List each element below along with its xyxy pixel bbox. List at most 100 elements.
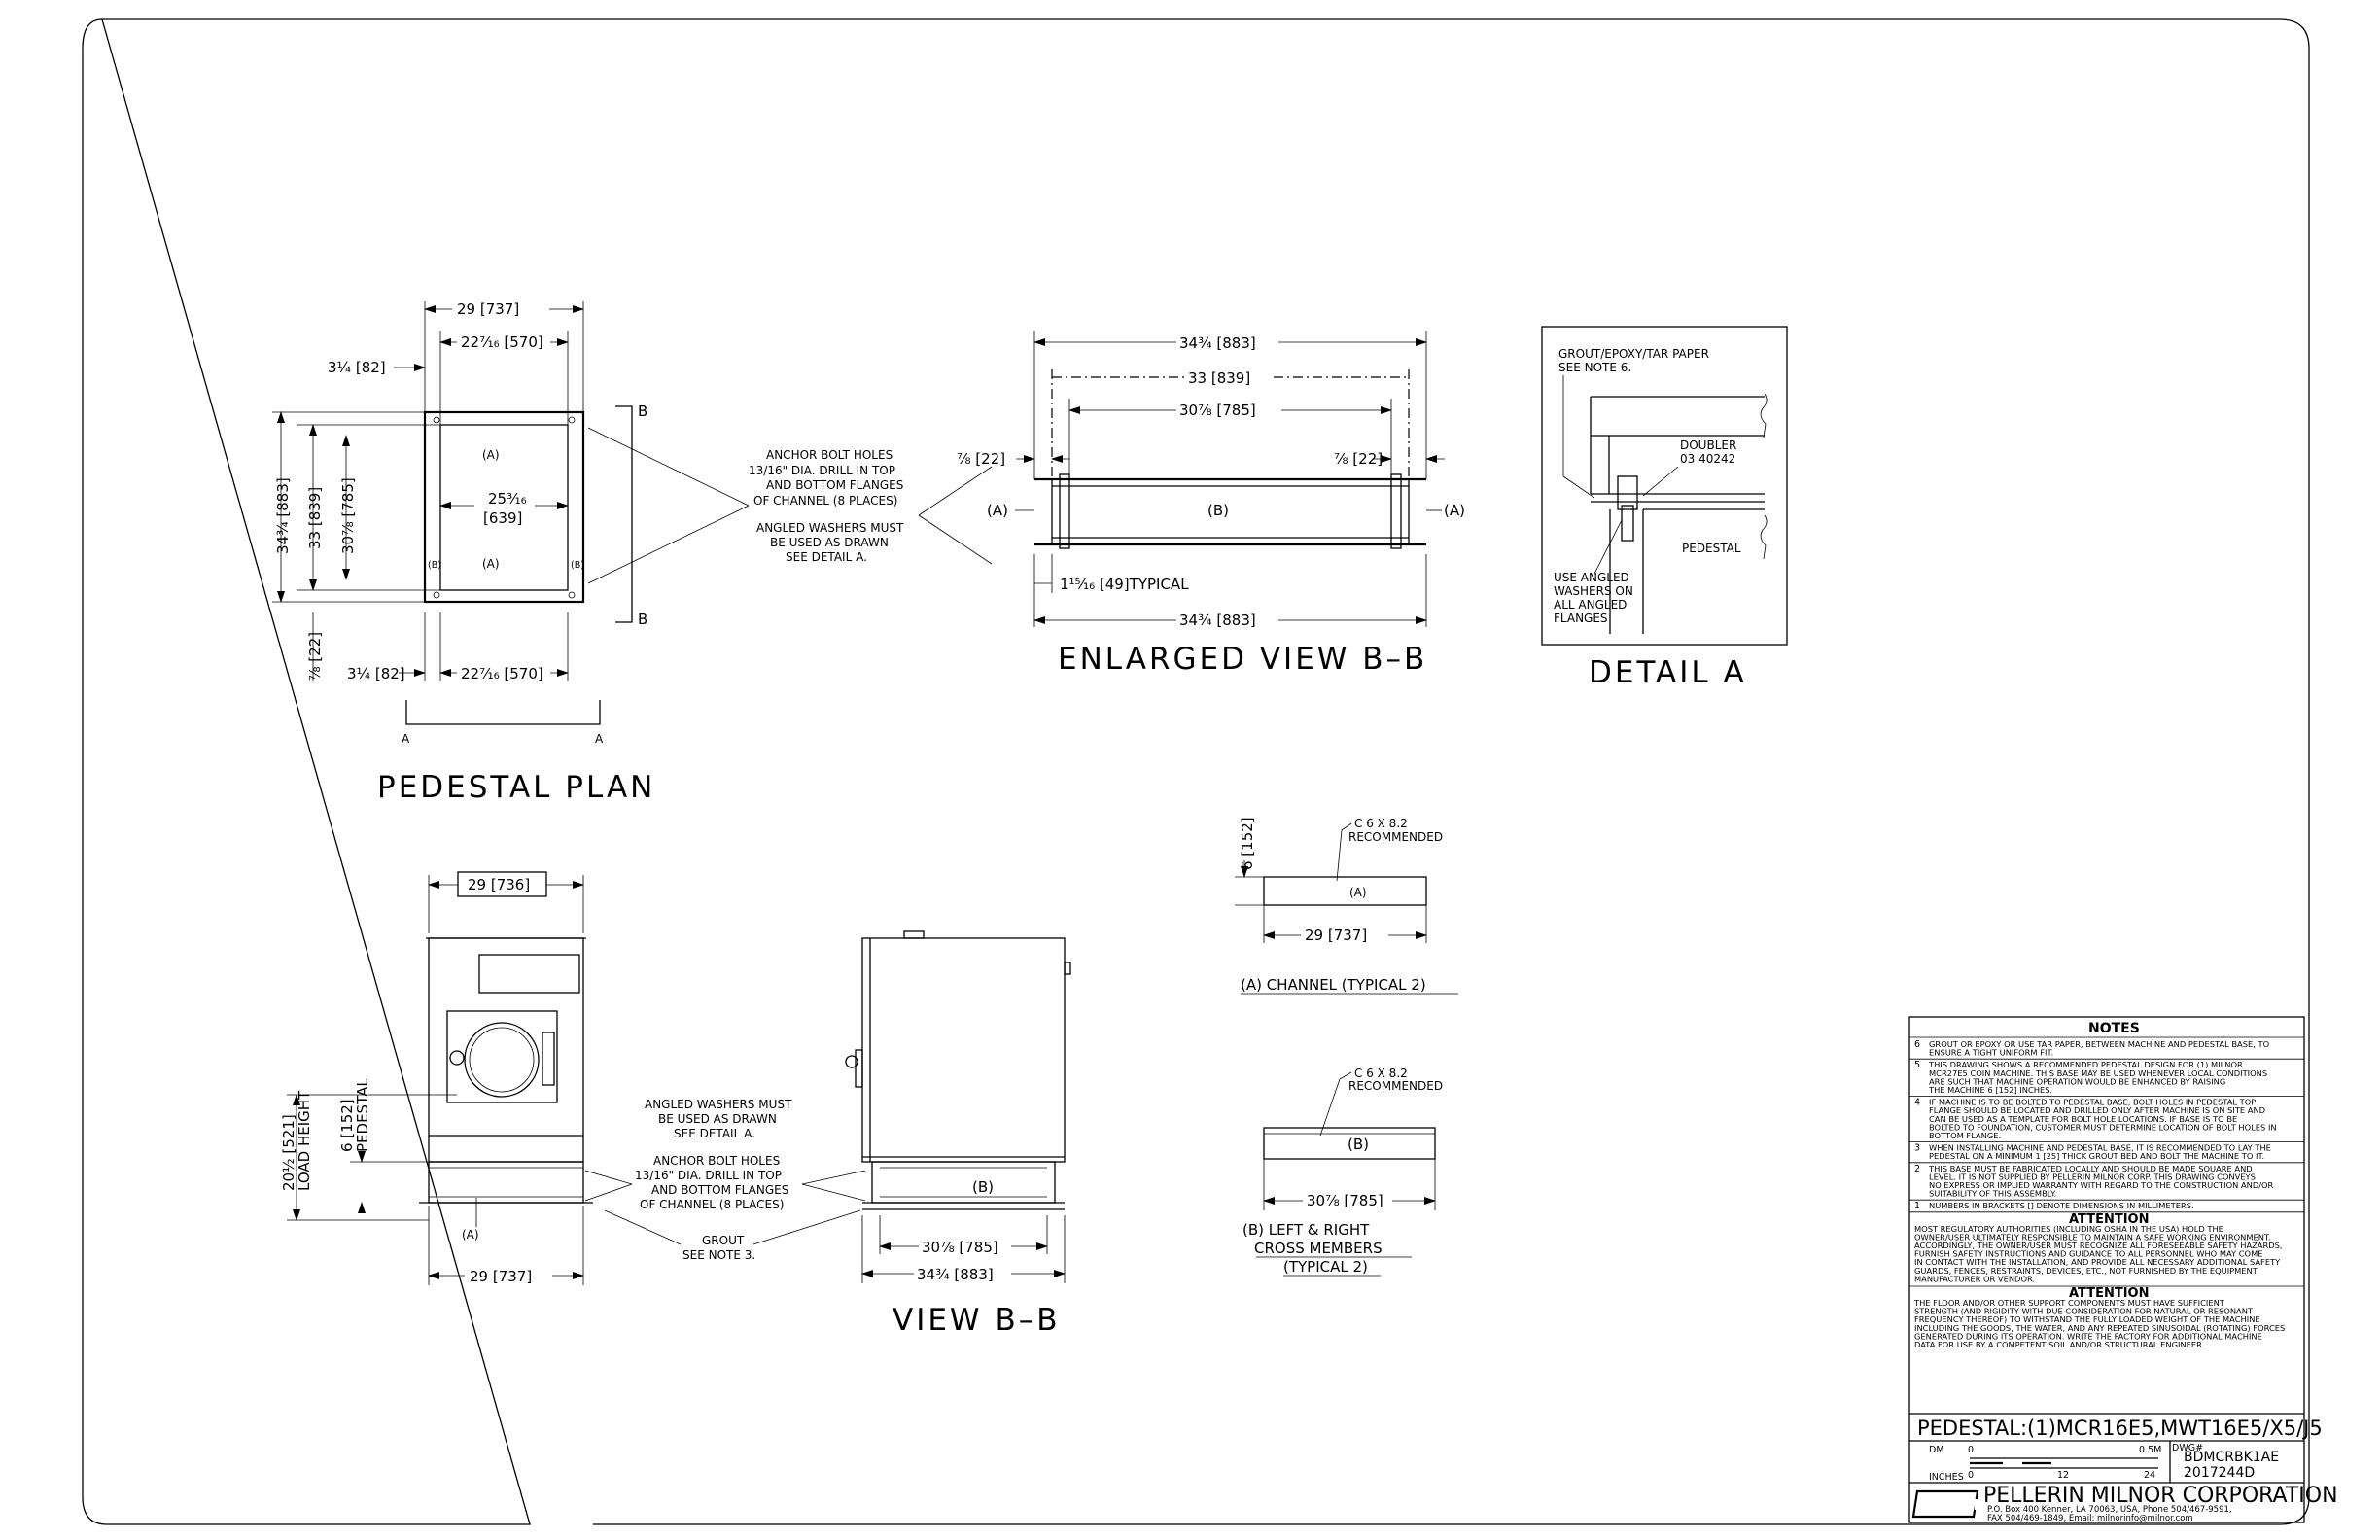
plan-dim-34: 34¾ [883] — [274, 477, 292, 554]
note-number: 3 — [1914, 1143, 1920, 1154]
channel-caption: (A) CHANNEL (TYPICAL 2) — [1241, 976, 1426, 994]
plan-section-b-top: B — [638, 402, 648, 420]
plan-note-line-3: AND BOTTOM FLANGES — [766, 478, 903, 492]
plan-note-line-4: OF CHANNEL (8 PLACES) — [753, 494, 897, 508]
plan-dim-30: 30⅞ [785] — [339, 477, 357, 554]
view-bb: (B) 30⅞ [785] 34¾ [883] VIEW B–B — [845, 930, 1071, 1338]
detail-note-washer-2: WASHERS ON — [1554, 584, 1633, 598]
mid-grout-2: SEE NOTE 3. — [682, 1248, 755, 1262]
plan-dim-29: 29 [737] — [457, 300, 519, 318]
attention-1-line: MOST REGULATORY AUTHORITIES (INCLUDING O… — [1914, 1224, 2223, 1234]
scale-dm-0: 0 — [1968, 1445, 1974, 1455]
plan-dim-22-bottom: 22⁷⁄₁₆ [570] — [461, 665, 543, 682]
note-number: 2 — [1914, 1164, 1920, 1174]
plan-note-line-2: 13/16" DIA. DRILL IN TOP — [749, 464, 895, 477]
plan-label-a-top: (A) — [482, 448, 500, 462]
note-line: GROUT OR EPOXY OR USE TAR PAPER, BETWEEN… — [1929, 1039, 2270, 1049]
cross-spec-2: RECOMMENDED — [1348, 1079, 1443, 1093]
company-name: PELLERIN MILNOR CORPORATION — [1983, 1484, 2338, 1508]
mid-washers-2: BE USED AS DRAWN — [658, 1112, 777, 1126]
channel-dim-6: 6 [152] — [1239, 817, 1256, 870]
milnor-logo — [1911, 1489, 1979, 1519]
enlarged-label-a-right: (A) — [1444, 502, 1465, 519]
mid-anchor-2: 13/16" DIA. DRILL IN TOP — [635, 1169, 782, 1182]
note-line: PEDESTAL ON A MINIMUM 1 [25] THICK GROUT… — [1929, 1151, 2264, 1161]
scale-in-24: 24 — [2144, 1470, 2155, 1481]
detail-note-washer-3: ALL ANGLED — [1554, 598, 1627, 612]
dwg-label: DWG# — [2172, 1443, 2203, 1453]
mid-anchor-4: OF CHANNEL (8 PLACES) — [640, 1198, 784, 1211]
attention-1-line: OWNER/USER ULTIMATELY RESPONSIBLE TO MAI… — [1914, 1232, 2271, 1242]
mid-washers-3: SEE DETAIL A. — [674, 1127, 755, 1140]
attention-2-header: ATTENTION — [2069, 1286, 2149, 1301]
channel-dim-29: 29 [737] — [1305, 927, 1367, 944]
note-line: NO EXPRESS OR IMPLIED WARRANTY WITH REGA… — [1929, 1180, 2274, 1190]
enlarged-label-a-left: (A) — [987, 502, 1008, 519]
plan-label-a-mid: (A) — [482, 557, 500, 571]
note-number: 5 — [1914, 1060, 1920, 1070]
note-line: ENSURE A TIGHT UNIFORM FIT. — [1929, 1048, 2053, 1058]
view-bb-title: VIEW B–B — [892, 1303, 1060, 1338]
viewbb-dim-30: 30⅞ [785] — [922, 1239, 998, 1256]
attention-1-line: MANUFACTURER OR VENDOR. — [1914, 1274, 2035, 1283]
plan-dim-22-top: 22⁷⁄₁₆ [570] — [461, 333, 543, 351]
cross-spec-1: C 6 X 8.2 — [1354, 1067, 1408, 1080]
note-line: CAN BE USED AS A TEMPLATE FOR BOLT HOLE … — [1929, 1114, 2237, 1124]
attention-2-line: DATA FOR USE BY A COMPETENT SOIL AND/OR … — [1914, 1340, 2204, 1349]
plan-section-a-right: A — [595, 732, 604, 746]
plan-anchor-note: ANCHOR BOLT HOLES 13/16" DIA. DRILL IN T… — [587, 427, 993, 584]
plan-dim-33: 33 [839] — [306, 487, 324, 549]
note-line: THIS BASE MUST BE FABRICATED LOCALLY AND… — [1928, 1164, 2253, 1173]
drawing-title: PEDESTAL:(1)MCR16E5,MWT16E5/X5/J5 — [1917, 1417, 2323, 1440]
scale-dm-end: 0.5M — [2139, 1445, 2161, 1455]
front-pedestal-label: PEDESTAL — [354, 1078, 371, 1152]
note-line: MCR27E5 COIN MACHINE. THIS BASE MAY BE U… — [1929, 1068, 2267, 1078]
detail-pedestal: PEDESTAL — [1682, 542, 1741, 555]
scale-dm: DM — [1929, 1445, 1944, 1455]
plan-dim-3-top: 3¼ [82] — [328, 359, 386, 376]
mid-grout-1: GROUT — [702, 1234, 745, 1247]
attention-1-header: ATTENTION — [2069, 1212, 2149, 1227]
note-number: 6 — [1914, 1039, 1920, 1050]
enlarged-dim-33: 33 [839] — [1188, 369, 1250, 387]
front-elevation-view: (A) 29 [736] 29 [737] 20½ [521] LOAD HEI… — [280, 871, 593, 1285]
company-address-1: P.O. Box 400 Kenner, LA 70063, USA, Phon… — [1987, 1505, 2232, 1515]
channel-spec-2: RECOMMENDED — [1348, 830, 1443, 844]
note-line: NUMBERS IN BRACKETS [] DENOTE DIMENSIONS… — [1929, 1201, 2194, 1210]
front-label-a: (A) — [462, 1228, 479, 1242]
detail-note-washer-4: FLANGES — [1554, 612, 1608, 625]
note-line: LEVEL. IT IS NOT SUPPLIED BY PELLERIN MI… — [1929, 1172, 2256, 1181]
front-pedestal-value: 6 [152] — [338, 1099, 356, 1152]
attention-1-line: GUARDS, FENCES, RESTRAINTS, DEVICES, ETC… — [1914, 1266, 2258, 1276]
detail-doubler-1: DOUBLER — [1680, 438, 1736, 452]
note-line: WHEN INSTALLING MACHINE AND PEDESTAL BAS… — [1929, 1143, 2271, 1153]
attention-2-line: THE FLOOR AND/OR OTHER SUPPORT COMPONENT… — [1913, 1298, 2225, 1308]
cross-label-b: (B) — [1348, 1136, 1369, 1153]
attention-2-line: INCLUDING THE GOODS, THE WATER, AND ANY … — [1914, 1323, 2285, 1333]
notes-list: 6 GROUT OR EPOXY OR USE TAR PAPER, BETWEE… — [1909, 1036, 2304, 1213]
note-number: 1 — [1914, 1201, 1920, 1211]
mid-anchor-3: AND BOTTOM FLANGES — [651, 1183, 788, 1197]
enlarged-dim-34-bottom: 34¾ [883] — [1179, 612, 1256, 629]
attention-2-line: STRENGTH (AND RIGIDITY WITH DUE CONSIDER… — [1914, 1307, 2254, 1316]
note-line: IF MACHINE IS TO BE BOLTED TO PEDESTAL B… — [1929, 1098, 2256, 1107]
note-line: FLANGE SHOULD BE LOCATED AND DRILLED ONL… — [1929, 1105, 2265, 1115]
cross-caption-3: (TYPICAL 2) — [1283, 1258, 1368, 1276]
cross-caption-1: (B) LEFT & RIGHT — [1242, 1221, 1370, 1239]
cross-caption-2: CROSS MEMBERS — [1254, 1240, 1382, 1257]
plan-note-line-6: ANGLED WASHERS MUST — [756, 521, 904, 535]
company-address-2: FAX 504/469-1849, Email: milnorinfo@miln… — [1987, 1514, 2193, 1523]
front-dim-29-top: 29 [736] — [468, 876, 530, 893]
enlarged-dim-7-8-left: ⅞ [22] — [957, 450, 1005, 468]
front-load-height-label: LOAD HEIGHT — [296, 1090, 313, 1191]
front-dim-29-bottom: 29 [737] — [470, 1268, 532, 1285]
detail-a: GROUT/EPOXY/TAR PAPER SEE NOTE 6. DOUBLE… — [1541, 326, 1788, 690]
plan-section-b-bottom: B — [638, 611, 648, 628]
plan-dim-25-mm: [639] — [483, 509, 522, 527]
milnor-logo-text: MILNOR — [1919, 1496, 1984, 1514]
channel-a-detail: 29 [737] 6 [152] (A) C 6 X 8.2 RECOMMEND… — [1235, 817, 1458, 995]
note-line: THE MACHINE 6 [152] INCHES. — [1928, 1085, 2052, 1095]
